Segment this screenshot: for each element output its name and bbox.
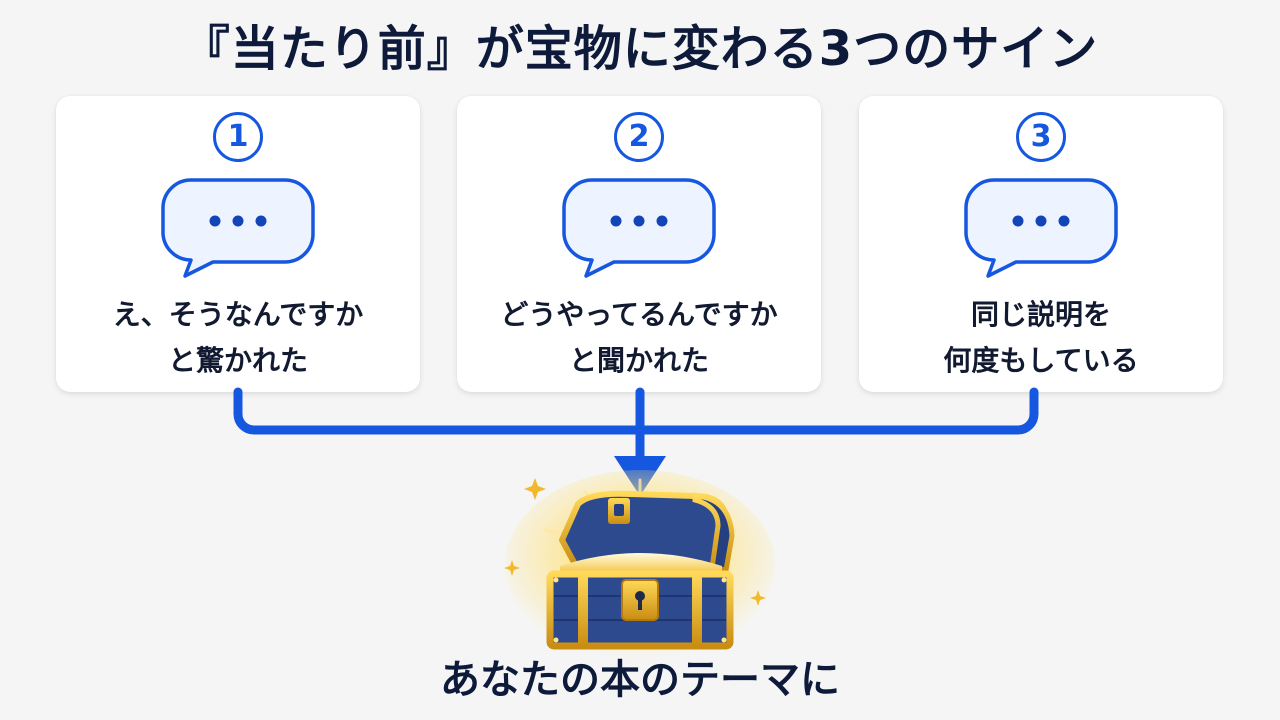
step-number-1: 1	[213, 112, 263, 162]
sparkle-icon	[504, 478, 766, 606]
speech-bubble-icon	[161, 178, 315, 278]
sign-card-3: 3 同じ説明を 何度もしている	[859, 96, 1223, 392]
sign-text-2: どうやってるんですか と聞かれた	[457, 292, 821, 384]
sign-card-2: 2 どうやってるんですか と聞かれた	[457, 96, 821, 392]
sign-text-line: どうやってるんですか	[500, 298, 778, 331]
sign-text-line: と驚かれた	[167, 344, 308, 377]
sign-card-1: 1 え、そうなんですか と驚かれた	[56, 96, 420, 392]
sign-text-line: え、そうなんですか	[112, 298, 364, 331]
sign-text-line: と聞かれた	[568, 344, 709, 377]
speech-bubble-icon	[562, 178, 716, 278]
sign-text-1: え、そうなんですか と驚かれた	[56, 292, 420, 384]
step-number-3: 3	[1016, 112, 1066, 162]
step-number-2: 2	[614, 112, 664, 162]
sign-text-3: 同じ説明を 何度もしている	[859, 292, 1223, 384]
sign-text-line: 何度もしている	[943, 344, 1139, 377]
page-title: 『当たり前』が宝物に変わる3つのサイン	[181, 21, 1099, 77]
conclusion-text: あなたの本のテーマに	[440, 657, 840, 703]
sign-text-line: 同じ説明を	[970, 298, 1111, 331]
speech-bubble-icon	[964, 178, 1118, 278]
treasure-chest-icon	[504, 470, 775, 660]
